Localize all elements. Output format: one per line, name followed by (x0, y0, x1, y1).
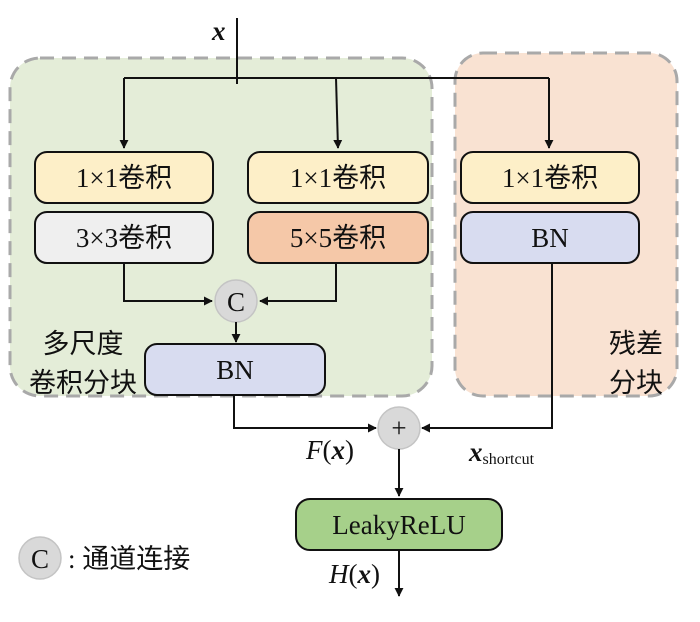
bn-to-add (233, 395, 377, 433)
branch3-conv1x1-label: 1×1卷积 (502, 163, 598, 193)
xshortcut-label: xshortcut (468, 437, 535, 468)
residual-label-line2: 分块 (609, 368, 663, 398)
branch3-bn-box (460, 211, 640, 264)
activation-label: LeakyReLU (332, 510, 465, 540)
branch1-conv1x1-label: 1×1卷积 (76, 163, 172, 193)
branch2-conv1x1-box (247, 151, 429, 204)
branch2-conv5x5-label: 5×5卷积 (290, 223, 386, 253)
branch1-conv3x3-label: 3×3卷积 (76, 223, 172, 253)
shortcut-to-add (421, 263, 553, 433)
arrow-to-branch2 (333, 77, 343, 149)
add-symbol: + (391, 413, 406, 443)
residual-label-line1: 残差 (609, 329, 663, 359)
fx-arg: x (331, 435, 346, 465)
multiscale-label-line2: 卷积分块 (29, 368, 137, 398)
branch3-bn-label: BN (531, 223, 569, 253)
legend-text: : 通道连接 (68, 544, 190, 574)
multiscale-label-line1: 多尺度 (43, 329, 124, 359)
concat-symbol: C (227, 287, 245, 317)
hx-arg: x (357, 559, 372, 589)
xshortcut-main: x (468, 437, 483, 467)
input-symbol: x (211, 16, 226, 46)
hx-label: H(x) (328, 559, 380, 589)
branch2-conv5x5-box (247, 211, 429, 264)
branch2-conv1x1-label: 1×1卷积 (290, 163, 386, 193)
xshortcut-sub: shortcut (483, 451, 535, 468)
legend-symbol: C (31, 544, 49, 574)
fx-label: F(x) (305, 435, 354, 465)
legend-concat-node (18, 536, 62, 580)
merge-bn-label: BN (216, 355, 254, 385)
branch1-to-concat (123, 263, 213, 306)
fx-main: F (305, 435, 323, 465)
branch2-to-concat (259, 263, 337, 306)
branch1-conv1x1-box (34, 151, 214, 204)
branch3-conv1x1-box (460, 151, 640, 204)
hx-main: H (328, 559, 350, 589)
